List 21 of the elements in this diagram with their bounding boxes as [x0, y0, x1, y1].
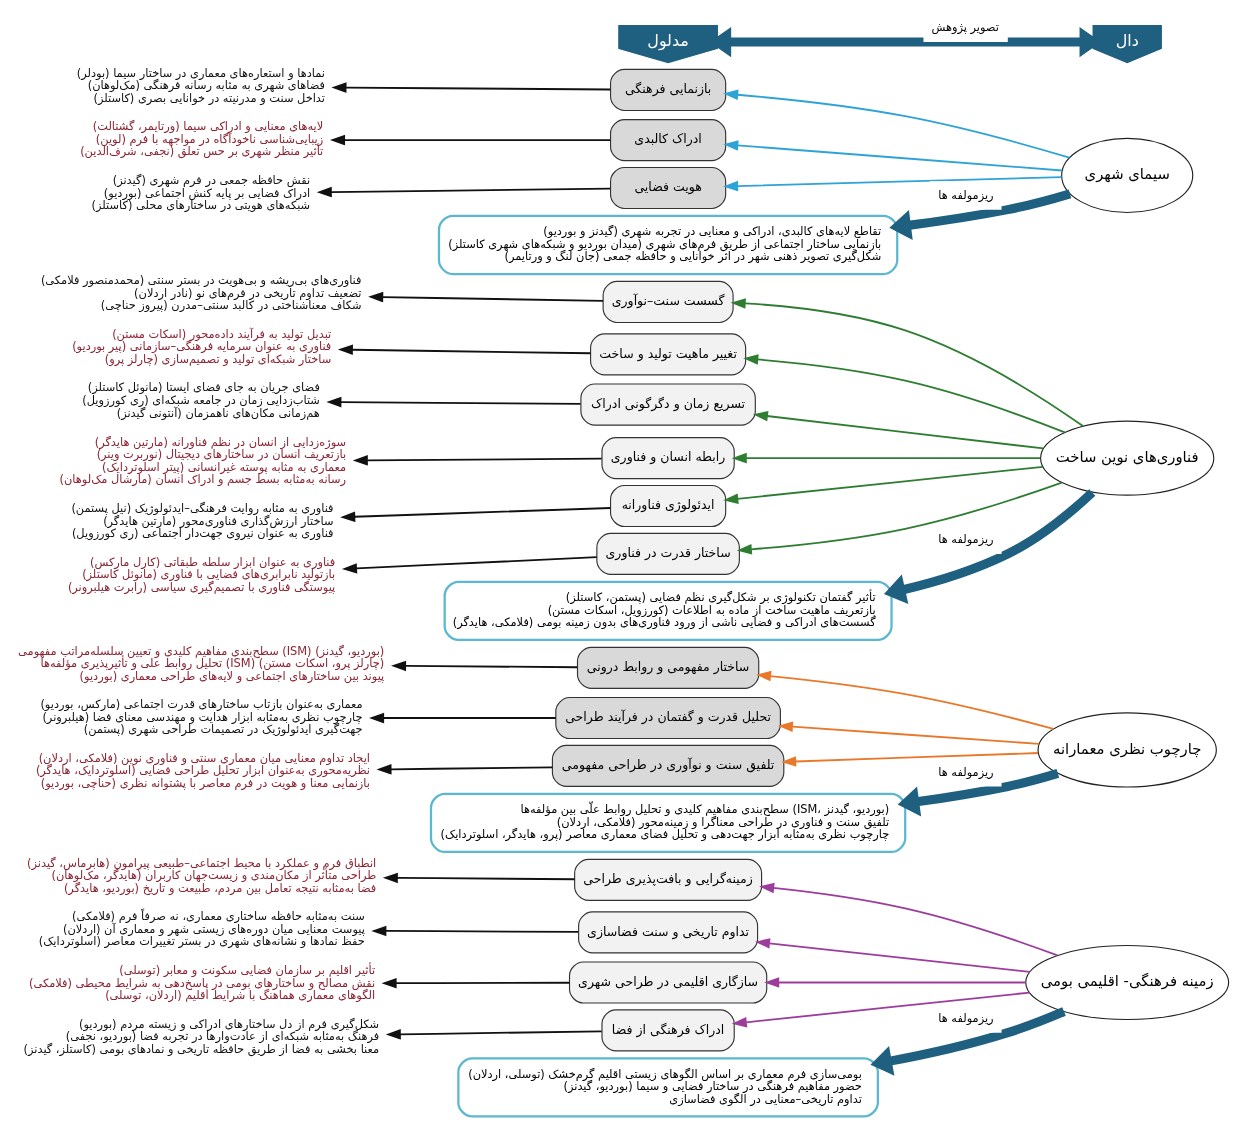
node-text: فضای جریان به جای فضای ایستا (مانوئل کاستلز) شتاب‌زدایی زمان در جامعه شبکه‌ای (ری کورزویل) هم‌زمانی مکان‌های ناهمزمان (آنتونی گیدنز) — [82, 380, 320, 420]
edge-label: ریزمولفه ها — [938, 187, 994, 202]
node-text: نمادها و استعاره‌های معماری در ساختار سیما (بودلر) فضاهای شهری به مثابه رسانه فرهنگی (مک‌لوهان) تداخل سنت و مدرنیته در خوانایی بصری (کاستلز) — [76, 65, 325, 105]
edge-label: ریزمولفه ها — [938, 764, 994, 779]
node-text: نقش حافظه جمعی در فرم شهری (گیدنز) ادراک فضایی بر پایه کنش اجتماعی (بوردیو) شبکه‌های هویتی در ساختارهای محلی (کاستلز) — [91, 172, 311, 213]
node-text: فناوری به عنوان ابزار سلطه طبقاتی (کارل مارکس) بازتولید نابرابری‌های فضایی با فناوری (مانوئل کاستلز) پیوستگی فناوری با تصمیم‌گیری سیاسی (رابرت هیلبرونر) — [67, 554, 336, 594]
node-text: تأثیر اقلیم بر سازمان فضایی سکونت و معابر (توسلی) نقش مصالح و ساختارهای بومی در پاسخ‌دهی به شرایط محیطی (فلامکی) الگوهای معماری هماهنگ با شرایط اقلیم (اردلان، توسلی) — [28, 962, 376, 1003]
node-text: لایه‌های معنایی و ادراکی سیما (ورتایمر، گشتالت) زیبایی‌شناسی ناخودآگاه در مواجهه با فرم (لوین) تأثیر منظر شهری بر حس تعلق (نجفی، شرف‌الدین) — [80, 119, 324, 159]
edge-label: تصویر پژوهش — [931, 20, 999, 35]
node-text: فناوری به مثابه روایت فرهنگی–ایدئولوژیک (نیل پستمن) ساختار ارزش‌گذاری فناوری‌محور (مارتین هایدگر) فناوری به عنوان نیروی جهت‌دار اجتماعی (ری کورزویل) — [71, 501, 334, 541]
node-text: انطباق فرم و عملکرد با محیط اجتماعی–طبیعی پیرامون (هابرماس، گیدنز) طراحی متأثر از مکان‌مندی و زیست‌جهان کاربران (هایدگر، مک‌لوهان) فضا به‌مثابه نتیجه تعامل بین مردم، طبیعت و تاریخ (بوردیو، هایدگر) — [27, 855, 377, 895]
node-text: معماری به‌عنوان بازتاب ساختارهای قدرت اجتماعی (مارکس، بوردیو) چارچوب نظری به‌مثابه ابزار هدایت و مهندسی معنای فضا (هیلبرونر) جهت‌گیری ایدئولوژیک در تصمیمات طراحی شهری (پستمن) — [40, 697, 363, 737]
node-text: شکل‌گیری فرم از دل ساختارهای ادراکی و زیسته مردم (بوردیو) فرهنگ به‌مثابه شبکه‌ای از عادت‌وارها در تجربه فضا (بوردیو، نجفی) معنا بخشی به فضا از طریق حافظه تاریخی و نمادهای بومی (کاستلز، گیدنز) — [23, 1016, 380, 1056]
node-text: سوژه‌زدایی از انسان در نظم فناورانه (مارتین هایدگر) بازتعریف انسان در ساختارهای دیجیتال (نوربرت وینر) معماری به مثابه پوسته غیرانسانی (پیتر اسلوتردایک) رسانه به‌مثابه بسط جسم و ادراک انسان (مارشال مک‌لوهان) — [59, 434, 347, 487]
edge-label: ریزمولفه ها — [938, 532, 994, 547]
node-text: سطح‌بندی مفاهیم کلیدی و تعیین سلسله‌مراتب مفهومی (ISM) (بوردیو، گیدنز) تحلیل روابط علی و تأثیرپذیری مؤلفه‌ها (ISM) (چارلز پرو، اسکات مستن) پیوند بین ساختارهای اجتماعی و لایه‌های طراحی معماری (بوردیو) — [18, 643, 385, 683]
node-text: سنت به‌مثابه حافظه ساختاری معماری، نه صرفاً فرم (فلامکی) پیوست معنایی میان دوره‌های زیستی شهر و معماری آن (اردلان) حفظ نمادها و نشانه‌های شهری در بستر تغییرات معاصر (اسلوتردایک) — [38, 909, 365, 949]
edge-label: ریزمولفه ها — [938, 1010, 994, 1025]
node-text: ایجاد تداوم معنایی میان معماری سنتی و فناوری نوین (فلامکی، اردلان) نظریه‌محوری به‌عنوان ابزار تحلیل طراحی فضایی (اسلوتردایک، هایدگر) بازنمایی معنا و هویت در فرم معاصر با پشتوانه نظری (حناچی، بوردیو) — [35, 750, 371, 790]
node-text: تبدیل تولید به فرآیند داده‌محور (اسکات مستن) فناوری به عنوان سرمایه فرهنگی–سازمانی (پیر بوردیو) ساختار شبکه‌ای تولید و تصمیم‌سازی (چارلز پرو) — [72, 326, 332, 366]
node-text: فناوری‌های بی‌ریشه و بی‌هویت در بستر سنتی (محمدمنصور فلامکی) تضعیف تداوم تاریخی در فرم‌های نو (نادر اردلان) شکاف معناشناختی در کالبد سنتی–مدرن (پیروز حناچی) — [40, 273, 362, 313]
